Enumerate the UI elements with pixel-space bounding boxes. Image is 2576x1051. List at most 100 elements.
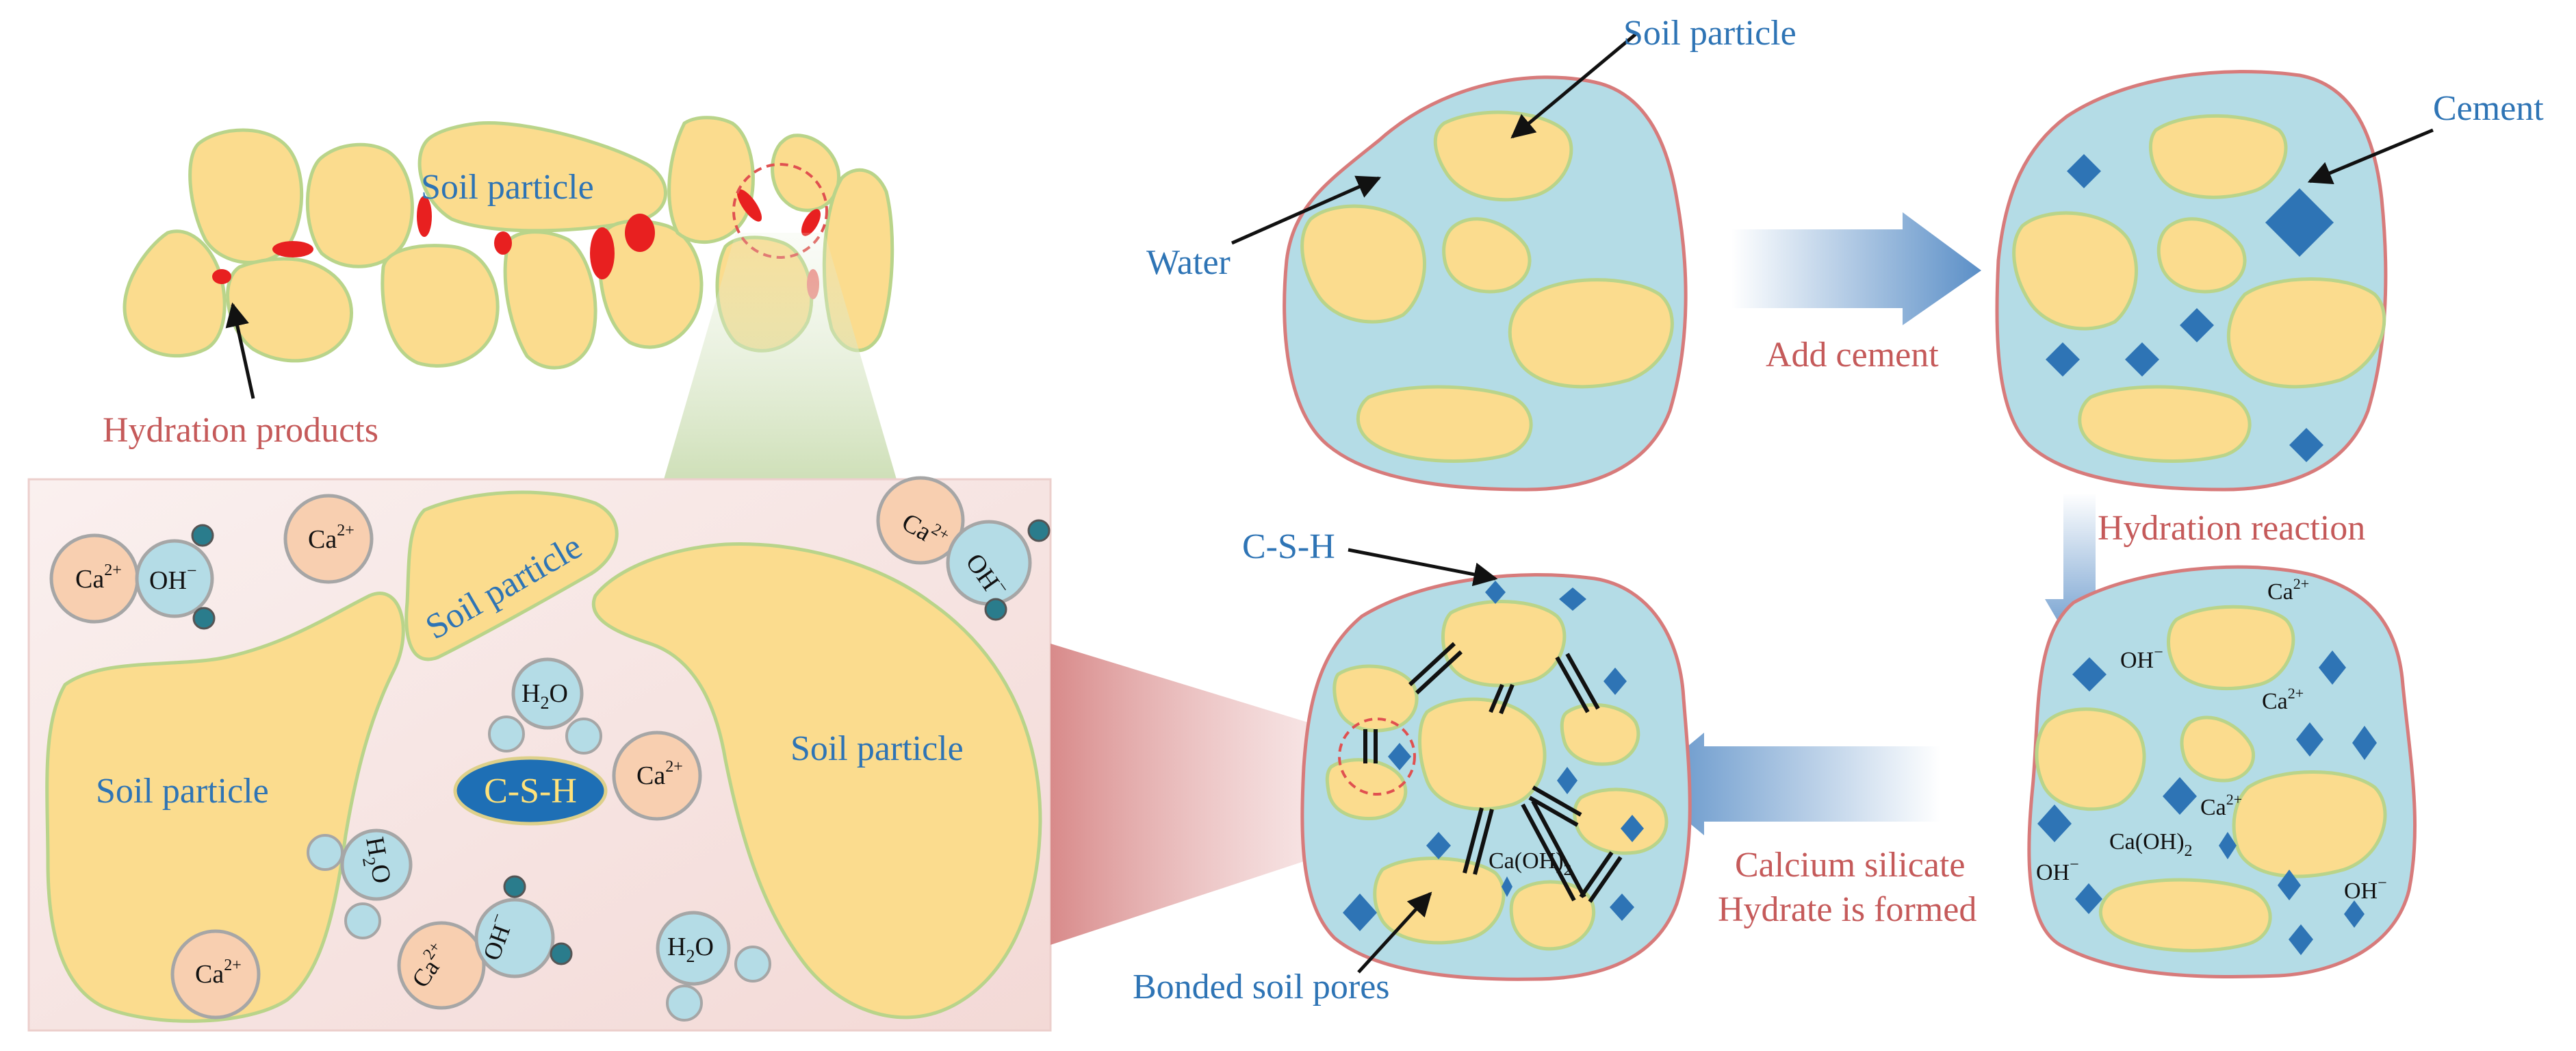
stage-bonded-soil: Ca(OH)2 C-S-H Bonded soil pores — [1133, 527, 1692, 1006]
bonded-soil-pores-label: Bonded soil pores — [1133, 967, 1390, 1006]
bonded-pores-arrow — [1357, 891, 1432, 974]
soil-particle-arrow — [1510, 33, 1637, 139]
cement-grain — [2046, 342, 2080, 377]
soil-grain — [226, 257, 353, 363]
cement-grain-large — [2265, 188, 2334, 257]
cement-label: Cement — [2433, 89, 2544, 128]
soil-grain — [1441, 600, 1567, 687]
svg-text:Ca2+: Ca2+ — [2200, 791, 2242, 820]
csh-grain — [1343, 894, 1377, 931]
csh-formed-arrow: Calcium silicate Hydrate is formed — [1643, 733, 1976, 929]
hydration-reaction-label: Hydration reaction — [2098, 509, 2365, 548]
oh-dot — [192, 607, 216, 630]
svg-text:OH−: OH− — [2120, 644, 2163, 673]
soil-grain — [417, 121, 667, 233]
soil-grain — [2098, 878, 2272, 952]
zoom-box: Soil particle Soil particle Soil particl… — [27, 476, 1341, 1032]
cement-grain — [2067, 154, 2101, 188]
cement-grain — [2075, 883, 2102, 914]
cement-grain — [2289, 428, 2323, 462]
hydration-product — [494, 231, 512, 255]
cement-grain — [2180, 308, 2214, 342]
hydration-product — [801, 209, 821, 236]
csh-grain — [1502, 876, 1512, 897]
soil-grain — [2148, 114, 2288, 199]
cement-grain — [2296, 722, 2323, 757]
svg-text:OH−: OH− — [149, 561, 197, 595]
svg-text:Ca2+: Ca2+ — [195, 957, 242, 989]
soil-grain — [2232, 770, 2387, 878]
svg-text:H2O: H2O — [667, 933, 714, 966]
water-molecule-tilted: H2O — [307, 828, 413, 939]
soil-grain — [1332, 664, 1419, 733]
soil-grain — [2227, 277, 2386, 389]
cement-grain — [2289, 924, 2313, 955]
soil-particle-label: Soil particle — [421, 168, 594, 207]
svg-text:Ca(OH)2: Ca(OH)2 — [1489, 848, 1572, 879]
csh-product: C-S-H — [453, 756, 608, 826]
zoom-connector — [1051, 644, 1341, 945]
soil-grain — [123, 229, 227, 358]
soil-particle-small — [404, 490, 619, 661]
hydration-product — [590, 227, 615, 279]
svg-text:Ca2+: Ca2+ — [2267, 575, 2309, 605]
soil-grain — [1325, 758, 1408, 820]
cement-grain — [2319, 650, 2346, 685]
soil-grain — [1442, 217, 1532, 294]
focus-circle — [1338, 718, 1416, 796]
cement-grain — [2072, 657, 2107, 692]
water-label: Water — [1146, 243, 1231, 282]
cement-grain — [2278, 870, 2301, 900]
zoom-cone — [664, 233, 897, 479]
svg-text:Ca2+: Ca2+ — [308, 522, 355, 554]
csh-grain — [1485, 581, 1506, 604]
ca-oh-pair-bottom: Ca2+ OH− — [397, 875, 573, 1010]
soil-grain — [771, 134, 841, 212]
svg-text:OH−: OH− — [2036, 856, 2079, 885]
ca-oh-pair: Ca2+ OH− — [49, 524, 216, 630]
soil-grain — [1573, 787, 1669, 855]
svg-text:OH−: OH− — [2344, 874, 2387, 904]
soil-grain — [1373, 857, 1506, 945]
csh-grain — [1610, 894, 1634, 921]
csh-grain — [1603, 668, 1627, 695]
soil-grain — [381, 244, 500, 368]
soil-grain — [2180, 716, 2256, 783]
soil-grain — [305, 142, 414, 268]
water-molecule: H2O — [488, 657, 602, 755]
stage-with-cement: Cement — [1995, 70, 2544, 492]
ca-oh-pair-tilted: Ca2+ OH− — [876, 476, 1051, 621]
cement-grain — [2037, 805, 2072, 842]
oh-dot — [191, 524, 214, 547]
soil-grain — [1508, 278, 1674, 389]
soil-grain — [1300, 204, 1426, 324]
soil-particle-left-label: Soil particle — [96, 772, 269, 811]
soil-grain — [2035, 707, 2146, 811]
csh-label: C-S-H — [1242, 527, 1335, 566]
stage-hydration-products: Ca2+ OH− Ca2+ Ca2+ Ca(OH)2 OH− OH− — [2027, 565, 2417, 979]
csh-grain — [1426, 832, 1451, 859]
hydration-products-arrow — [225, 302, 255, 399]
svg-text:Ca2+: Ca2+ — [2262, 685, 2304, 714]
csh-bonds — [1363, 642, 1623, 903]
soil-grain — [2078, 385, 2252, 463]
add-cement-arrow: Add cement — [1731, 212, 1981, 375]
csh-grain — [1621, 815, 1644, 842]
cement-grain — [2219, 832, 2237, 859]
cement-grain — [2163, 777, 2197, 815]
cement-grain — [2344, 900, 2365, 928]
hydration-product — [736, 189, 762, 222]
ca-ion-top: Ca2+ — [283, 494, 374, 584]
csh-grain — [1388, 743, 1411, 770]
soil-grain — [1356, 385, 1533, 463]
hydration-products-label: Hydration products — [103, 411, 378, 450]
svg-text:Ca2+: Ca2+ — [75, 561, 122, 594]
hydration-product — [212, 269, 231, 284]
svg-text:C-S-H: C-S-H — [484, 772, 577, 811]
soil-particle-right-label: Soil particle — [790, 729, 964, 768]
hydration-product — [417, 196, 432, 237]
cement-grain — [2125, 342, 2159, 377]
svg-text:Ca(OH)2: Ca(OH)2 — [2109, 829, 2193, 860]
hydration-product — [625, 214, 655, 252]
